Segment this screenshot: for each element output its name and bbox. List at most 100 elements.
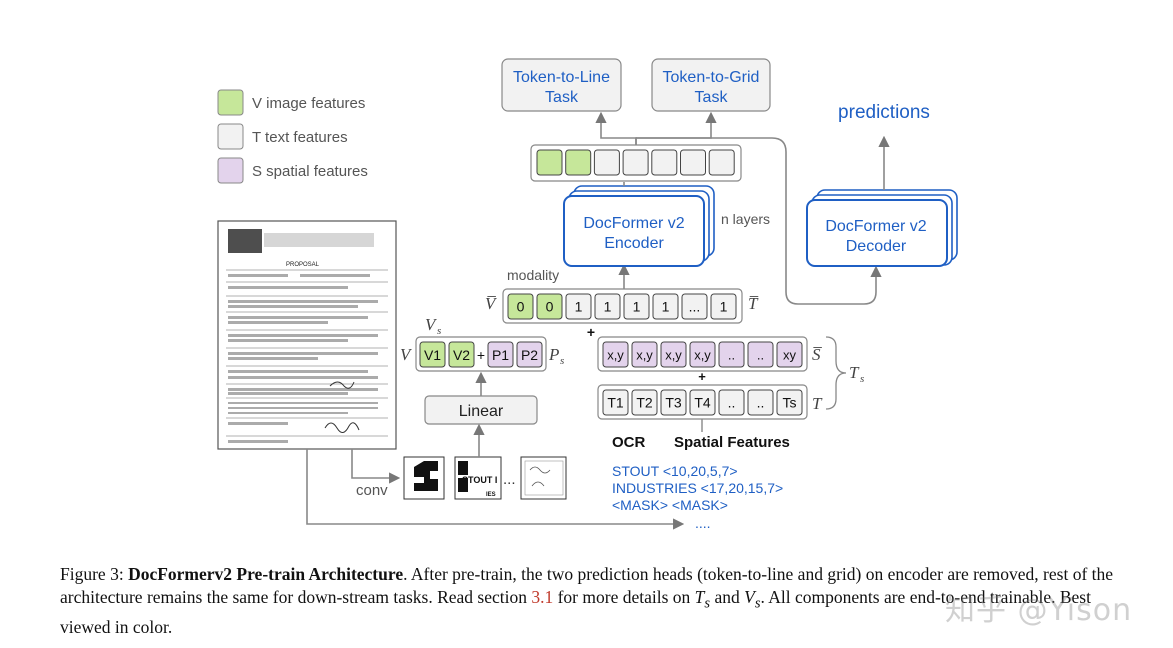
modality-cell (710, 293, 737, 320)
modality-cell (565, 293, 592, 320)
ocr-lines: STOUT <10,20,5,7> INDUSTRIES <17,20,15,7… (612, 463, 783, 531)
crop-caption: IES (486, 492, 496, 498)
spatial-cell (602, 341, 629, 368)
modality-cell-label: 0 (546, 299, 554, 315)
token-v1 (419, 341, 446, 368)
section-reference-link[interactable]: 3.1 (531, 587, 554, 607)
encoder-title: DocFormer v2 (583, 215, 684, 232)
ocr-line: STOUT <10,20,5,7> (612, 463, 738, 479)
modality-cell (681, 293, 708, 320)
modality-cell-label: 1 (633, 299, 641, 315)
modality-cell (594, 293, 621, 320)
token-to-line-task: Task (545, 89, 579, 106)
image-token-row: V s V V1 V2 + P1 P2 P s (400, 315, 564, 372)
layers-label: n layers (721, 211, 770, 227)
architecture-diagram: V image features T text features S spati… (217, 58, 958, 531)
legend: V image features T text features S spati… (217, 89, 368, 184)
text-cell-label: T3 (665, 395, 682, 411)
modality-cell-label: 1 (662, 299, 670, 315)
spatial-cell (660, 341, 687, 368)
token-to-grid-head (651, 58, 771, 112)
encoder-to-decoder-arrow (636, 137, 882, 305)
encoder-output-cell (622, 149, 649, 176)
modality-cell-label: 1 (575, 299, 583, 315)
spatial-cell-label: x,y (636, 348, 653, 363)
encoder-output-cell (536, 149, 563, 176)
text-cell (631, 389, 658, 416)
text-cell (660, 389, 687, 416)
ocr-line: INDUSTRIES <17,20,15,7> (612, 480, 783, 496)
caption-title: DocFormerv2 Pre-train Architecture (128, 564, 404, 584)
legend-swatch-image (217, 89, 244, 116)
document-title: PROPOSAL (286, 262, 320, 268)
legend-label-spatial: S spatial features (252, 163, 368, 180)
crop-text: STOUT I (462, 475, 497, 485)
token-to-line-title: Token-to-Line (513, 69, 610, 86)
v-label: V (400, 345, 413, 364)
legend-swatch-text (217, 123, 244, 150)
tbar-label: T̅ (748, 294, 759, 313)
encoder-block: DocFormer v2 Encoder n layers (563, 185, 770, 267)
spatial-cell-label: x,y (665, 348, 682, 363)
spatial-cell-label: .. (728, 348, 735, 363)
text-cell (776, 389, 803, 416)
t-label: T (812, 394, 823, 413)
token-p2 (516, 341, 543, 368)
ts-brace (825, 336, 847, 410)
svg-text:s: s (437, 325, 441, 337)
modality-cell (536, 293, 563, 320)
predictions-label: predictions (838, 102, 930, 123)
spatial-header: Spatial Features (674, 434, 790, 451)
modality-cell-label: 1 (720, 299, 728, 315)
text-cell (689, 389, 716, 416)
vbar-label: V̅ (485, 294, 498, 313)
text-cell-label: .. (728, 395, 736, 411)
token-to-grid-task: Task (695, 89, 729, 106)
token-p1 (487, 341, 514, 368)
decoder-block: DocFormer v2 Decoder (806, 189, 958, 267)
modality-cell (623, 293, 650, 320)
text-cell (747, 389, 774, 416)
encoder-subtitle: Encoder (604, 235, 664, 252)
image-crops: STOUT I IES ... (403, 456, 567, 500)
encoder-output-cell (565, 149, 592, 176)
token-to-grid-title: Token-to-Grid (663, 69, 760, 86)
legend-swatch-spatial (217, 157, 244, 184)
vs-label: V (425, 315, 438, 334)
modality-cell-label: ... (689, 299, 701, 315)
spatial-cell-label: x,y (607, 348, 624, 363)
spatial-cell (747, 341, 774, 368)
modality-cell (652, 293, 679, 320)
linear-label: Linear (459, 403, 504, 420)
text-cell-label: Ts (783, 395, 797, 411)
modality-cell-label: 1 (604, 299, 612, 315)
text-cell (602, 389, 629, 416)
figure-caption: Figure 3: DocFormerv2 Pre-train Architec… (60, 564, 1114, 637)
ocr-line: <MASK> <MASK> (612, 497, 728, 513)
encoder-output-cell (651, 149, 678, 176)
modality-cell (507, 293, 534, 320)
conv-label: conv (356, 482, 388, 499)
text-cell-label: T2 (636, 395, 653, 411)
text-cell-label: .. (757, 395, 765, 411)
svg-text:P2: P2 (521, 347, 538, 363)
plus-sign: + (587, 324, 595, 340)
spatial-cell (718, 341, 745, 368)
spatial-cell (776, 341, 803, 368)
modality-cell-label: 0 (517, 299, 525, 315)
plus-sign-2: + (698, 369, 706, 384)
svg-text:s: s (860, 373, 864, 385)
token-to-line-head (501, 58, 622, 112)
encoder-output-cell (708, 149, 735, 176)
spatial-cell (631, 341, 658, 368)
sbar-label: S̅ (812, 345, 823, 364)
spatial-cell (689, 341, 716, 368)
encoder-output-row (530, 144, 742, 182)
spatial-cell-label: x,y (694, 348, 711, 363)
conv-arrow (351, 449, 401, 484)
token-v2 (448, 341, 475, 368)
legend-label-text: T text features (252, 129, 348, 146)
